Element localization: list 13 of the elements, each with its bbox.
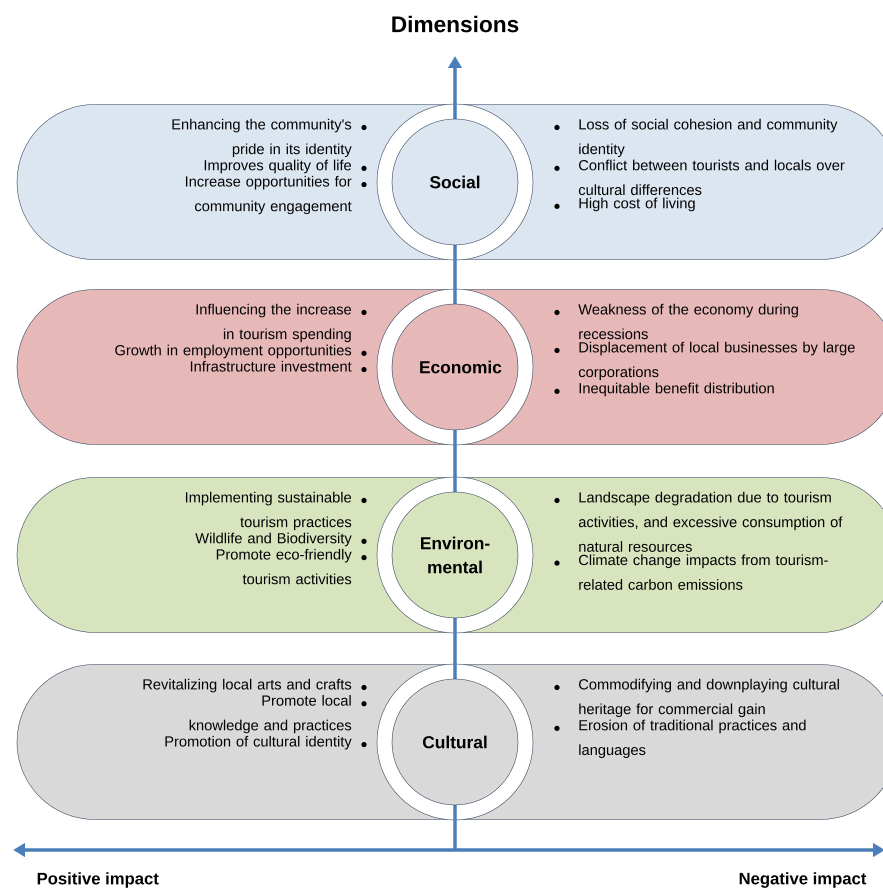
node-label: Conflict between tourists and locals over cultural differences — [578, 160, 845, 196]
node-label: Inequitable benefit distribution — [580, 382, 774, 396]
node-label: Commodifying and downplaying cultural heritage for commercial gain — [579, 678, 839, 718]
node-label: High cost of living — [579, 198, 695, 212]
axis-label: Negative impact — [740, 872, 866, 888]
node-label: Erosion of traditional practices and languages — [579, 720, 806, 758]
node-label: Loss of social cohesion and community identity — [579, 118, 838, 158]
axis-label: Positive impact — [38, 872, 159, 888]
node-label: Weakness of the economy during recessions — [578, 304, 798, 340]
node-label: Climate change impacts from tourism-related carbon emissions — [579, 554, 828, 590]
node-label: Landscape degradation due to tourism activities, and excessive consumption of natural resources — [578, 492, 842, 552]
node-label: Displacement of local businesses by large corporations — [578, 342, 855, 380]
axis-title: Dimensions — [392, 16, 518, 32]
